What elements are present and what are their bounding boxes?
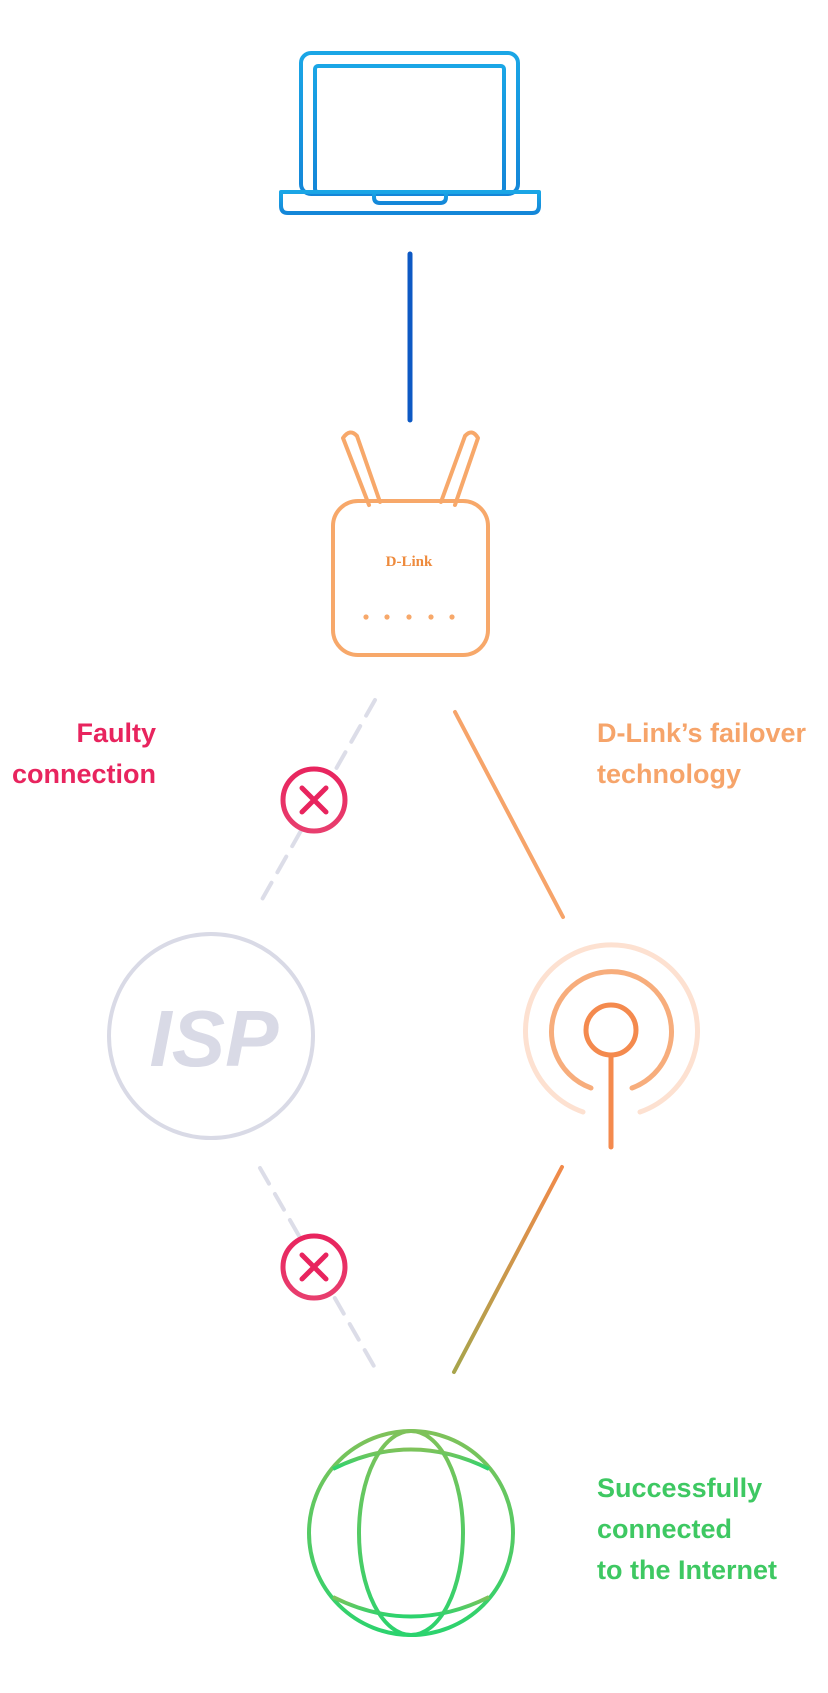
router-icon: [331, 430, 490, 657]
failover-link-upper: [453, 710, 565, 919]
faulty-connection-label: Faulty connection: [12, 713, 156, 795]
faulty-label-line-2: connection: [11, 759, 156, 789]
success-label-line-1: Successfully: [597, 1473, 763, 1503]
globe-icon: [307, 1429, 515, 1637]
success-connection-label: Successfully connected to the Internet: [597, 1468, 777, 1591]
success-label-line-3: to the Internet: [597, 1555, 777, 1585]
cellular-tower-icon: [523, 942, 700, 1150]
isp-icon: ISP: [107, 932, 315, 1140]
laptop-icon: [279, 51, 541, 215]
faulty-label-line-1: Faulty: [76, 718, 156, 748]
failover-label-line-2: technology: [597, 759, 742, 789]
router-leds: [363, 614, 455, 620]
failover-technology-label: D-Link’s failover technology: [597, 713, 806, 795]
error-x-icon: [280, 1233, 348, 1301]
faulty-path: [258, 698, 377, 1370]
failover-link-lower: [452, 1165, 564, 1374]
router-brand: D-Link: [386, 554, 433, 570]
failover-label-line-1: D-Link’s failover: [597, 718, 807, 748]
success-label-line-2: connected: [597, 1514, 733, 1544]
error-x-icon: [280, 766, 348, 834]
isp-label: ISP: [150, 994, 280, 1083]
